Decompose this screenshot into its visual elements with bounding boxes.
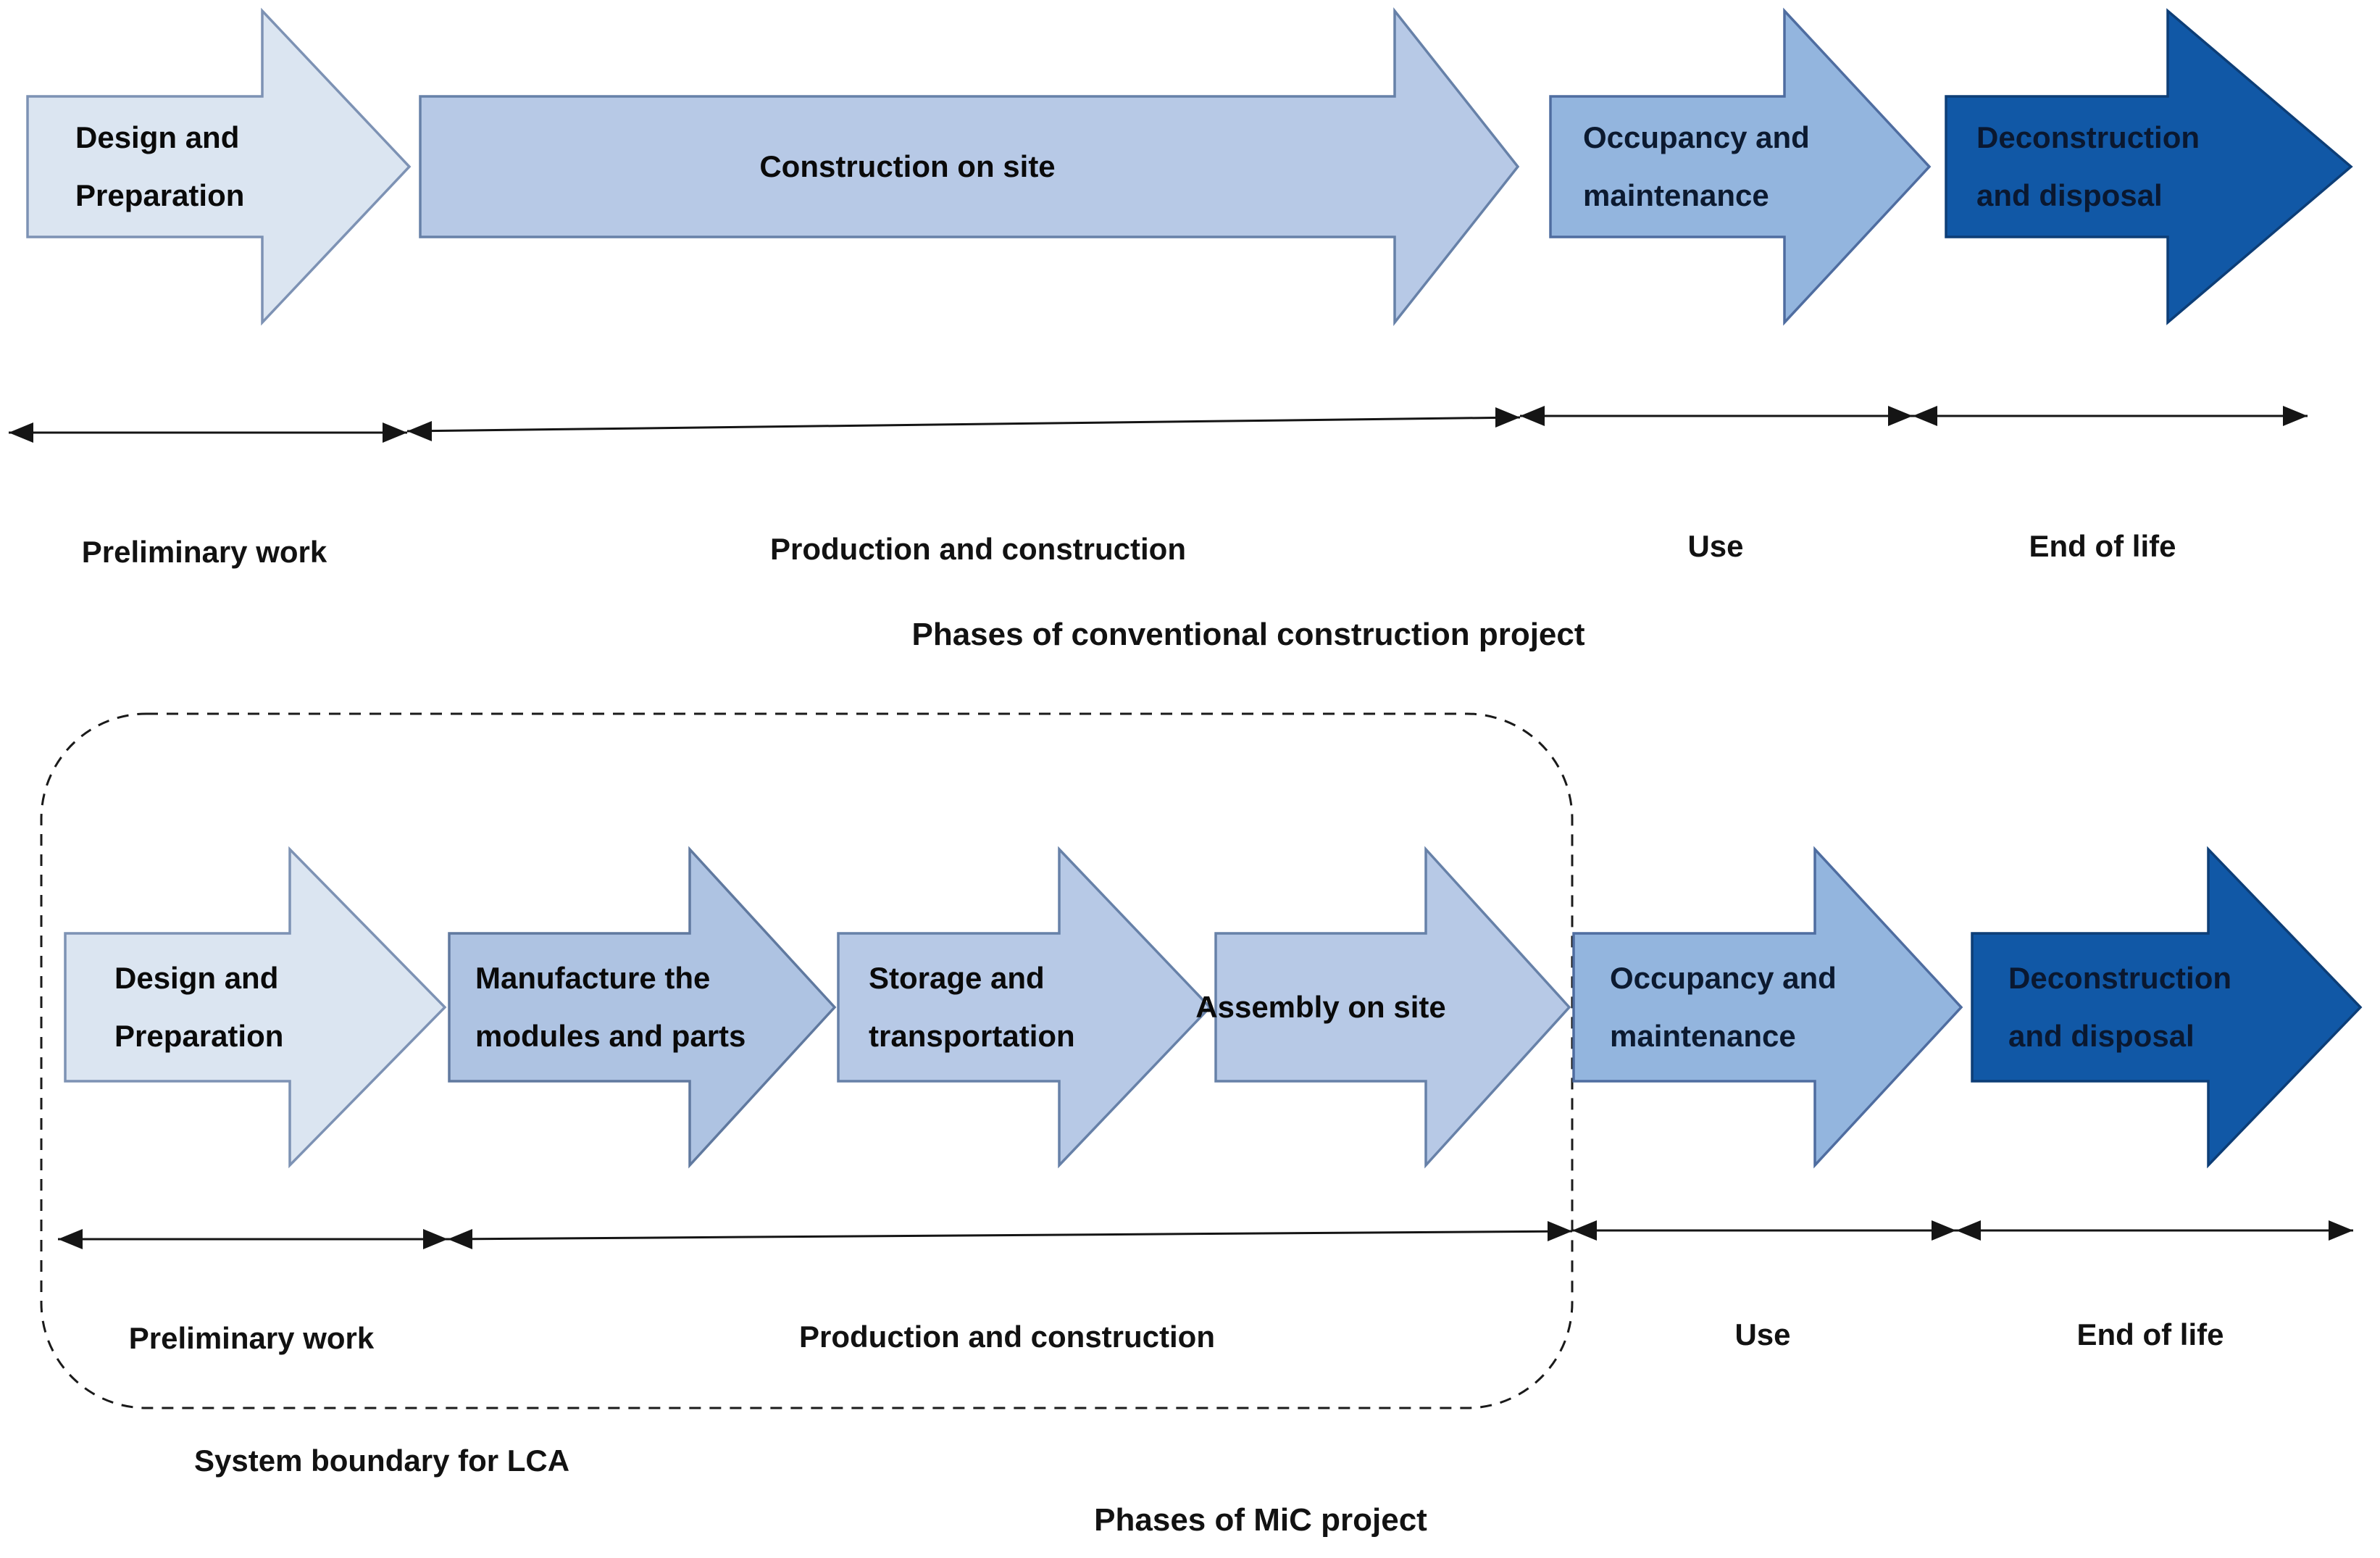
phase-arrow-label-manufacture-the-modules-and-parts: Manufacture the modules and parts — [475, 933, 835, 1081]
timeline-arrowhead-right — [2329, 1220, 2353, 1241]
label-line: Preparation — [75, 178, 245, 212]
timeline-arrowhead-left — [1520, 406, 1545, 426]
timeline-segment — [447, 1230, 1573, 1241]
lca-boundary-label: System boundary for LCA — [194, 1444, 570, 1478]
timeline-arrowhead-right — [1495, 407, 1520, 428]
timeline-label-use: Use — [1687, 529, 1744, 563]
label-line: Construction on site — [759, 149, 1056, 183]
phase-arrow-label-assembly-on-site: Assembly on site — [1195, 933, 1445, 1081]
label-line: Deconstruction — [2008, 961, 2232, 995]
timeline-arrowhead-left — [58, 1229, 83, 1249]
phase-arrow-occupancy-and-maintenance — [1549, 7, 1932, 326]
phase-arrow-label-storage-and-transportation: Storage and transportation — [869, 933, 1210, 1081]
phase-arrow-assembly-on-site — [1214, 846, 1571, 1169]
phase-arrow-label-occupancy-and-maintenance: Occupancy and maintenance — [1610, 933, 1961, 1081]
timeline-arrowhead-left — [448, 1229, 472, 1249]
timeline-label-end-of-life: End of life — [2076, 1317, 2224, 1351]
timeline-segment — [406, 416, 1521, 433]
mic-phases-title: Phases of MiC project — [1094, 1502, 1427, 1538]
conventional-phases-title: Phases of conventional construction proj… — [911, 617, 1585, 652]
phase-arrow-label-deconstruction-and-disposal: Deconstruction and disposal — [2008, 933, 2360, 1081]
phase-arrow-design-and-preparation — [26, 7, 412, 326]
timeline-arrowhead-left — [1956, 1220, 1981, 1241]
label-line: transportation — [869, 1019, 1075, 1053]
timeline-arrowhead-left — [1913, 406, 1937, 426]
timeline-label-preliminary-work: Preliminary work — [128, 1321, 375, 1355]
timeline-arrowhead-right — [1548, 1221, 1572, 1241]
phase-arrow-storage-and-transportation — [837, 846, 1212, 1169]
timeline-arrowhead-right — [1932, 1220, 1956, 1241]
label-line: Preparation — [114, 1019, 284, 1053]
phase-arrow-label-occupancy-and-maintenance: Occupancy and maintenance — [1583, 96, 1929, 237]
label-line: Manufacture the — [475, 961, 711, 995]
timeline-arrowhead-left — [407, 421, 432, 441]
timeline-arrowhead-left — [1572, 1220, 1597, 1241]
phase-arrow-occupancy-and-maintenance — [1572, 846, 1963, 1169]
label-line: Assembly on site — [1195, 990, 1446, 1024]
label-line: modules and parts — [475, 1019, 746, 1053]
label-line: and disposal — [1976, 178, 2163, 212]
phase-arrow-design-and-preparation — [64, 846, 447, 1169]
label-line: Design and — [114, 961, 279, 995]
label-line: Design and — [75, 120, 240, 154]
label-line: Deconstruction — [1976, 120, 2200, 154]
phase-arrow-manufacture-the-modules-and-parts — [448, 846, 837, 1169]
timeline-arrowhead-right — [383, 422, 407, 443]
timeline-arrowhead-right — [423, 1229, 448, 1249]
timeline-arrowhead-right — [1888, 406, 1913, 426]
label-line: Occupancy and — [1610, 961, 1837, 995]
phase-arrow-construction-on-site — [419, 7, 1520, 327]
lca-boundary-box — [40, 712, 1574, 1409]
timeline-label-use: Use — [1734, 1317, 1791, 1351]
label-line: Storage and — [869, 961, 1045, 995]
phase-arrow-label-construction-on-site: Construction on site — [420, 96, 1395, 237]
timeline-label-preliminary-work: Preliminary work — [81, 535, 327, 569]
label-line: Occupancy and — [1583, 120, 1810, 154]
label-line: maintenance — [1610, 1019, 1796, 1053]
timeline-label-production-and-construction: Production and construction — [799, 1320, 1215, 1354]
phase-arrow-deconstruction-and-disposal — [1945, 8, 2353, 325]
phase-arrow-label-deconstruction-and-disposal: Deconstruction and disposal — [1976, 96, 2351, 237]
label-line: maintenance — [1583, 178, 1769, 212]
timeline-label-production-and-construction: Production and construction — [770, 532, 1186, 566]
label-line: and disposal — [2008, 1019, 2195, 1053]
timeline-arrowhead-right — [2283, 406, 2308, 426]
timeline-label-end-of-life: End of life — [2029, 529, 2176, 563]
phase-arrow-deconstruction-and-disposal — [1971, 846, 2363, 1169]
timeline-arrowhead-left — [9, 422, 33, 443]
